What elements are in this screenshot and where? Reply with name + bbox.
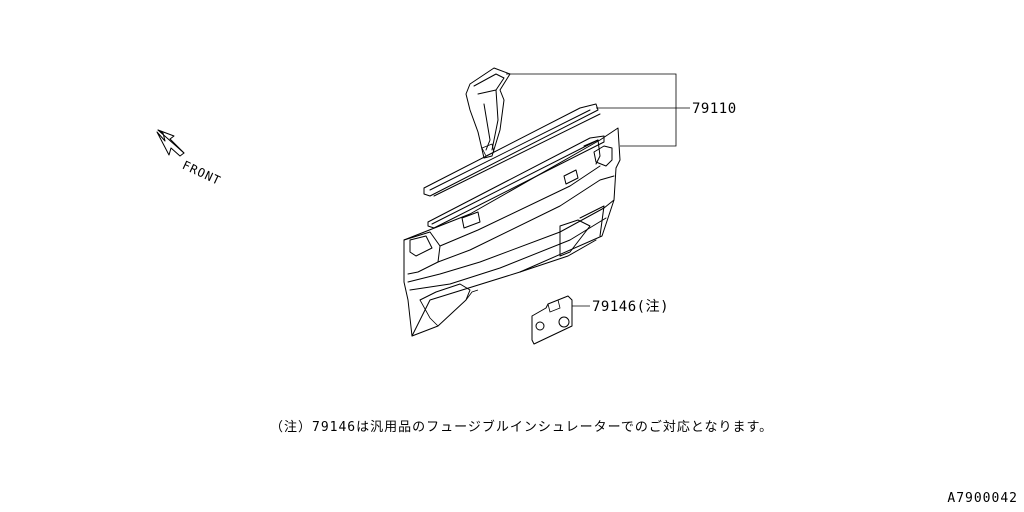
upper-rail-strip [423, 103, 601, 197]
part-number-79146[interactable]: 79146(注) [592, 299, 670, 315]
leader-79110 [506, 73, 690, 147]
front-arrow-icon [156, 129, 185, 157]
middle-rail-strip [427, 135, 605, 229]
upper-bracket-part [465, 67, 511, 159]
rear-panel-main [403, 127, 621, 337]
diagram-id: A7900042 [947, 491, 1018, 506]
insulator-part [531, 295, 573, 345]
part-number-79110[interactable]: 79110 [692, 101, 737, 117]
footnote: （注）79146は汎用品のフュージブルインシュレーターでのご対応となります。 [270, 420, 774, 435]
